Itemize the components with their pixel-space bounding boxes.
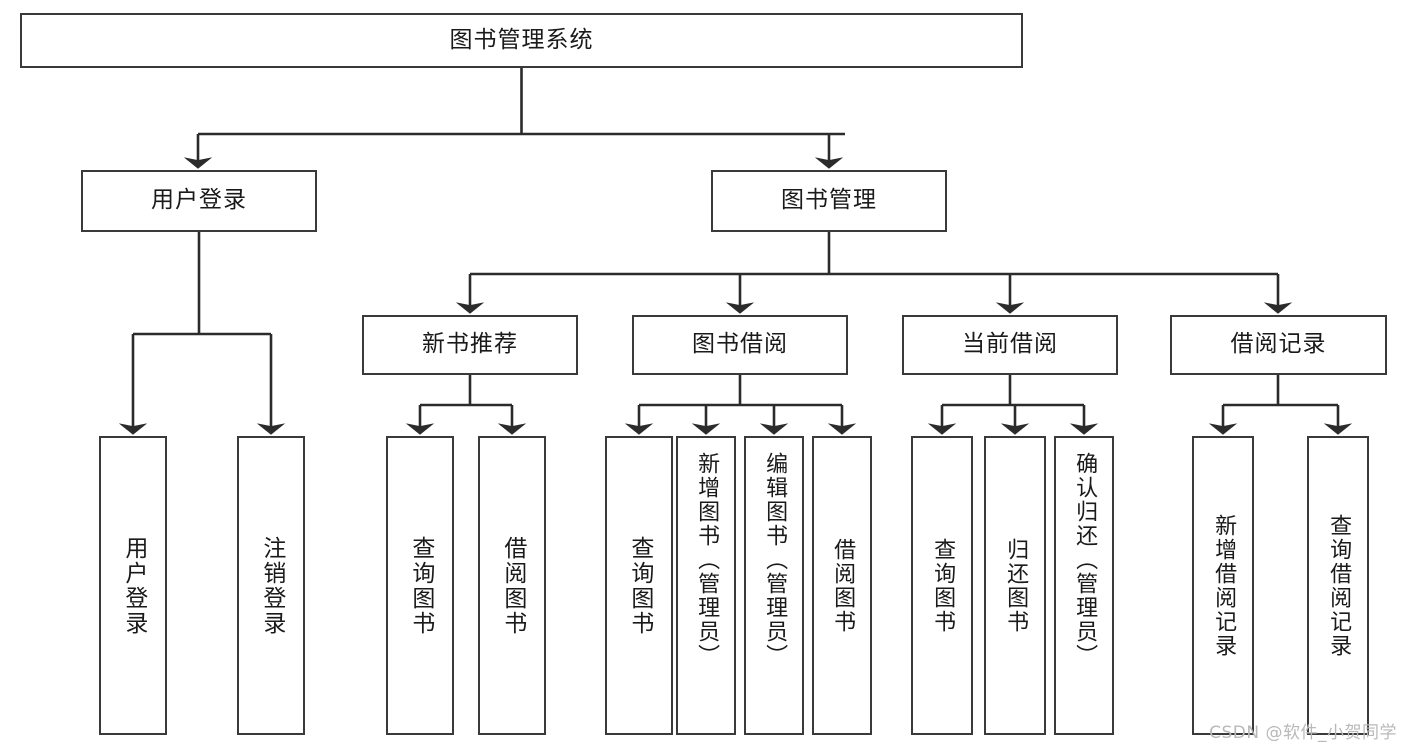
node-book-manage[interactable]: 图书管理 — [711, 170, 947, 232]
node-borrow-record[interactable]: 借阅记录 — [1170, 315, 1387, 375]
node-book-borrow-label: 图书借阅 — [692, 331, 788, 358]
node-new-book-recommend-label: 新书推荐 — [422, 331, 518, 358]
leaf-add-borrow-record[interactable]: 新增借阅记录 — [1192, 436, 1254, 735]
leaf-logout-login-label: 注销登录 — [258, 535, 285, 636]
leaf-edit-book-admin[interactable]: 编辑图书（管理员） — [744, 436, 804, 735]
leaf-add-borrow-record-label: 新增借阅记录 — [1211, 513, 1237, 658]
node-root-label: 图书管理系统 — [449, 26, 594, 53]
leaf-user-login-label: 用户登录 — [120, 535, 147, 636]
leaf-edit-book-admin-label: 编辑图书（管理员） — [762, 452, 788, 668]
leaf-confirm-return-admin-label: 确认归还（管理员） — [1072, 452, 1098, 668]
leaf-user-login[interactable]: 用户登录 — [99, 436, 167, 735]
leaf-query-borrow-record[interactable]: 查询借阅记录 — [1307, 436, 1369, 735]
leaf-query-book-2-label: 查询图书 — [626, 535, 653, 636]
node-borrow-record-label: 借阅记录 — [1230, 331, 1327, 358]
leaf-add-book-admin-label: 新增图书（管理员） — [694, 452, 720, 668]
leaf-borrow-book-1[interactable]: 借阅图书 — [478, 436, 546, 735]
leaf-query-book-3[interactable]: 查询图书 — [911, 436, 973, 735]
node-current-borrow-label: 当前借阅 — [962, 331, 1058, 358]
node-current-borrow[interactable]: 当前借阅 — [902, 315, 1118, 375]
node-user-login-label: 用户登录 — [151, 187, 247, 214]
node-book-borrow[interactable]: 图书借阅 — [632, 315, 848, 375]
watermark: CSDN @软件_小贺同学 — [1209, 723, 1397, 743]
node-user-login[interactable]: 用户登录 — [81, 170, 317, 232]
leaf-query-book-2[interactable]: 查询图书 — [605, 436, 673, 735]
node-new-book-recommend[interactable]: 新书推荐 — [362, 315, 578, 375]
leaf-borrow-book-1-label: 借阅图书 — [499, 535, 526, 636]
leaf-logout-login[interactable]: 注销登录 — [237, 436, 305, 735]
leaf-borrow-book-2-label: 借阅图书 — [830, 537, 856, 634]
leaf-borrow-book-2[interactable]: 借阅图书 — [812, 436, 872, 735]
leaf-query-book-1-label: 查询图书 — [407, 535, 434, 636]
leaf-add-book-admin[interactable]: 新增图书（管理员） — [676, 436, 736, 735]
node-book-manage-label: 图书管理 — [781, 187, 877, 214]
leaf-return-book[interactable]: 归还图书 — [984, 436, 1046, 735]
leaf-query-book-3-label: 查询图书 — [930, 537, 956, 634]
leaf-return-book-label: 归还图书 — [1003, 537, 1029, 634]
leaf-confirm-return-admin[interactable]: 确认归还（管理员） — [1054, 436, 1114, 735]
leaf-query-book-1[interactable]: 查询图书 — [386, 436, 454, 735]
node-root[interactable]: 图书管理系统 — [20, 13, 1023, 68]
leaf-query-borrow-record-label: 查询借阅记录 — [1326, 513, 1352, 658]
